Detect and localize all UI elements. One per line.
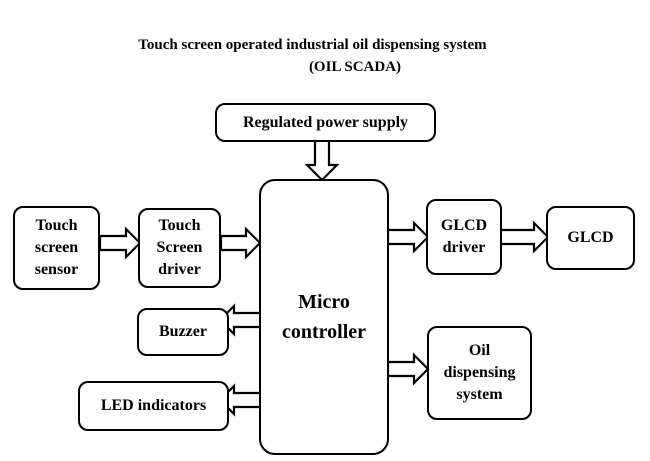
block-microcontroller: Micro controller <box>259 179 389 455</box>
block-glcd-driver-line-1: GLCD <box>440 217 488 234</box>
arrow-power-to-micro <box>304 138 340 182</box>
arrow-sensor-to-driver <box>98 226 142 260</box>
block-touch-sensor-line-1: Touch <box>35 217 78 234</box>
block-micro-line-2: controller <box>281 321 367 343</box>
block-touch-screen-driver: Touch Screen driver <box>138 208 221 288</box>
block-led-label: LED indicators <box>100 397 207 414</box>
arrow-micro-to-glcd-driver <box>386 220 430 254</box>
block-buzzer: Buzzer <box>137 308 229 356</box>
arrow-driver-to-micro <box>219 226 262 260</box>
block-oil-line-3: system <box>456 386 503 403</box>
block-power-supply: Regulated power supply <box>215 103 436 142</box>
arrow-micro-to-oil <box>386 352 430 386</box>
block-buzzer-label: Buzzer <box>159 323 207 340</box>
block-touch-sensor-line-2: screen <box>34 239 79 256</box>
block-touch-driver-line-2: Screen <box>156 239 203 256</box>
block-glcd: GLCD <box>546 206 635 270</box>
block-touch-driver-line-3: driver <box>158 261 201 278</box>
block-oil-line-1: Oil <box>468 342 491 359</box>
block-led-indicators: LED indicators <box>78 381 229 431</box>
block-oil-dispensing-system: Oil dispensing system <box>427 326 532 420</box>
block-oil-line-2: dispensing <box>443 364 516 381</box>
block-touch-driver-line-1: Touch <box>158 217 201 234</box>
block-glcd-driver-line-2: driver <box>442 239 486 256</box>
diagram-subtitle: (OIL SCADA) <box>308 59 402 75</box>
block-glcd-driver: GLCD driver <box>426 199 502 275</box>
block-power-supply-label: Regulated power supply <box>242 113 409 131</box>
block-glcd-label: GLCD <box>567 229 614 246</box>
block-touch-screen-sensor: Touch screen sensor <box>13 206 100 290</box>
arrow-glcd-driver-to-glcd <box>498 220 550 254</box>
diagram-title: Touch screen operated industrial oil dis… <box>138 37 487 53</box>
block-touch-sensor-line-3: sensor <box>34 261 79 278</box>
block-micro-line-1: Micro <box>298 291 350 313</box>
